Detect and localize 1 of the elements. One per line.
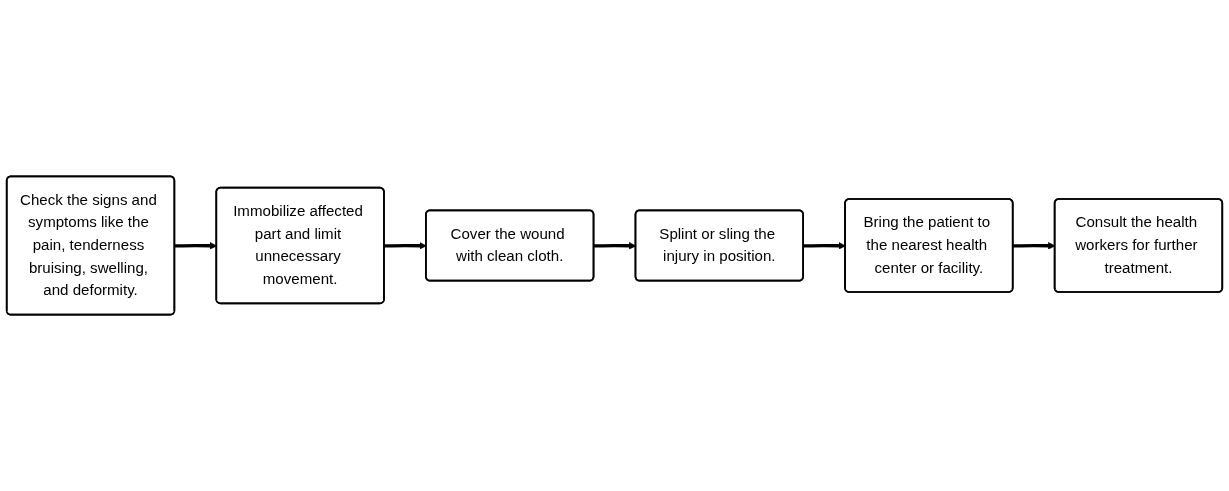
arrow (803, 242, 846, 250)
